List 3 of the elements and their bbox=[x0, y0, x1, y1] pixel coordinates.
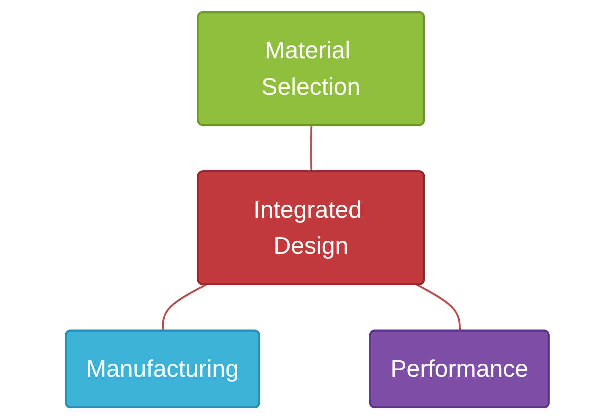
connector bbox=[416, 284, 462, 332]
connector bbox=[162, 284, 207, 332]
connector bbox=[310, 126, 313, 172]
